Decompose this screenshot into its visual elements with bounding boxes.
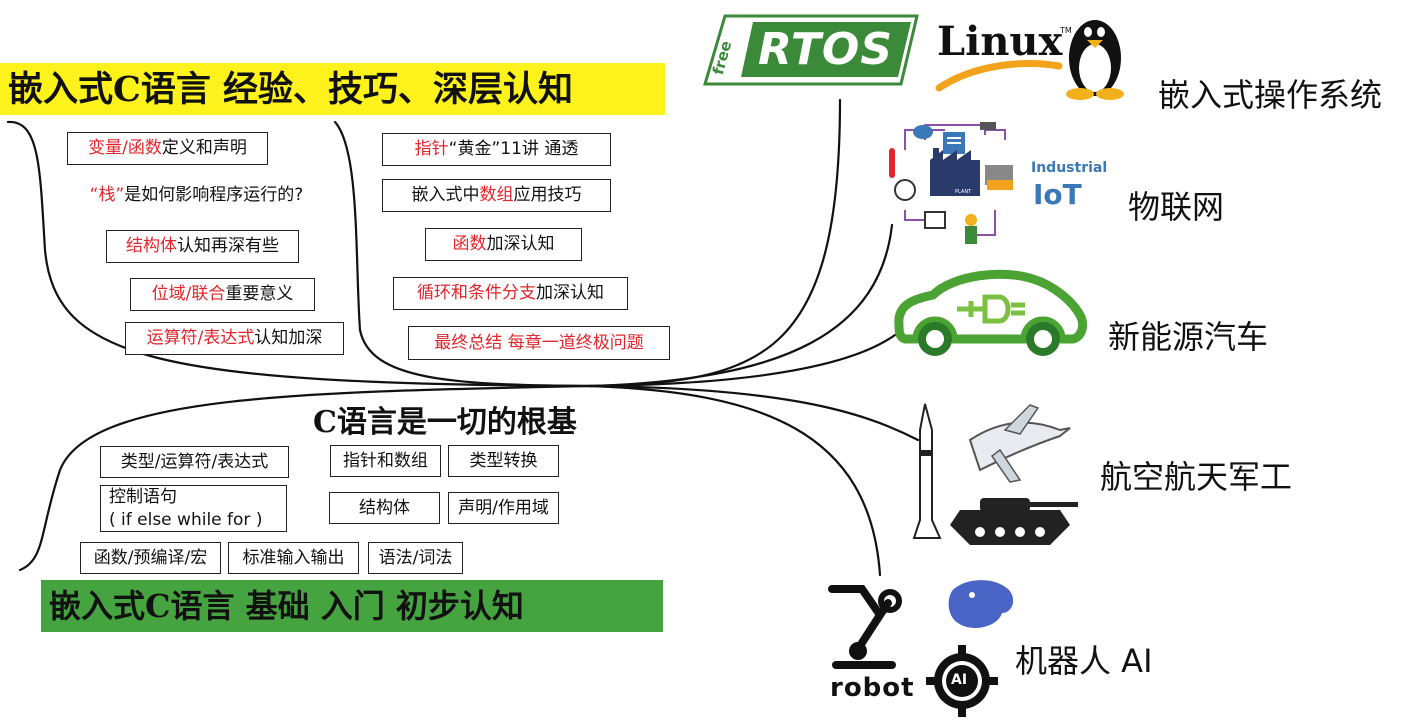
topic-box-array: 嵌入式中 数组 应用技巧 [382,179,611,212]
robot-ai-icon: robot AI [822,575,1017,720]
basic-box-types: 类型/运算符/表达式 [100,446,289,478]
line-to-robot [588,384,882,577]
advanced-banner: 嵌入式C语言 经验、技巧、深层认知 [0,63,665,115]
line-to-car [588,333,897,388]
iot-diagram-shape [889,122,1013,244]
topic-box-variables: 变量/函数 定义和声明 [67,132,268,165]
line-to-advanced-left [6,120,592,388]
industrial-iot-icon: PLANT Industrial IoT [885,120,1107,250]
app-label-rtos: 嵌入式操作系统 [1158,76,1383,114]
center-title: C语言是一切的根基 [313,405,577,440]
linux-text: Linux [937,18,1063,65]
freertos-rtos-text: RTOS [758,24,894,75]
car-shape [894,269,1088,356]
app-label-iot: 物联网 [1128,188,1225,226]
app-label-car: 新能源汽车 [1108,318,1269,356]
ai-chip-text: AI [951,672,968,688]
iot-main-text: IoT [1033,178,1082,211]
aerospace-shape [912,403,1078,545]
line-to-basics [18,384,592,572]
topic-box-pointer: 指针 “黄金”11讲 通透 [382,133,611,166]
rocket-plane-tank-icon [910,400,1085,570]
line-to-iot [588,223,894,388]
line-to-aerospace [588,384,920,442]
iot-plant-text: PLANT [955,189,972,195]
basic-box-struct: 结构体 [329,492,440,524]
basic-box-scope: 声明/作用域 [448,492,559,524]
basics-banner: 嵌入式C语言 基础 入门 初步认知 [41,580,663,632]
electric-car-icon [893,265,1088,357]
linux-tm-text: TM [1060,26,1072,35]
freertos-logo: free RTOS [703,14,921,86]
topic-box-operators: 运算符/表达式 认知加深 [125,322,344,355]
topic-box-summary: 最终总结 每章一道终极问题 [408,326,670,360]
topic-box-stack: “栈” 是如何影响程序运行的? [58,178,335,213]
basic-box-cast: 类型转换 [448,445,559,477]
tux-penguin-icon [935,20,1124,100]
basic-box-stdio: 标准输入输出 [228,542,359,574]
robot-ai-shape [828,580,1014,717]
iot-industrial-text: Industrial [1031,160,1108,176]
topic-box-loops: 循环和条件分支 加深认知 [393,277,628,310]
basic-box-func-macro: 函数/预编译/宏 [80,542,221,574]
topic-box-struct: 结构体 认知再深有些 [106,230,299,263]
app-label-aerospace: 航空航天军工 [1100,458,1293,496]
line-to-advanced-right [333,120,592,388]
linux-logo: Linux TM [935,10,1130,102]
topic-box-bitfield: 位域/联合 重要意义 [130,278,315,311]
freertos-logo-shape [703,14,919,86]
topic-box-function: 函数 加深认知 [425,228,582,261]
basic-box-pointer-array: 指针和数组 [330,445,441,477]
app-label-robot: 机器人 AI [1015,642,1153,680]
basic-box-syntax: 语法/词法 [368,542,463,574]
basic-box-control: 控制语句 ( if else while for ) [100,485,287,532]
robot-text: robot [830,673,915,703]
